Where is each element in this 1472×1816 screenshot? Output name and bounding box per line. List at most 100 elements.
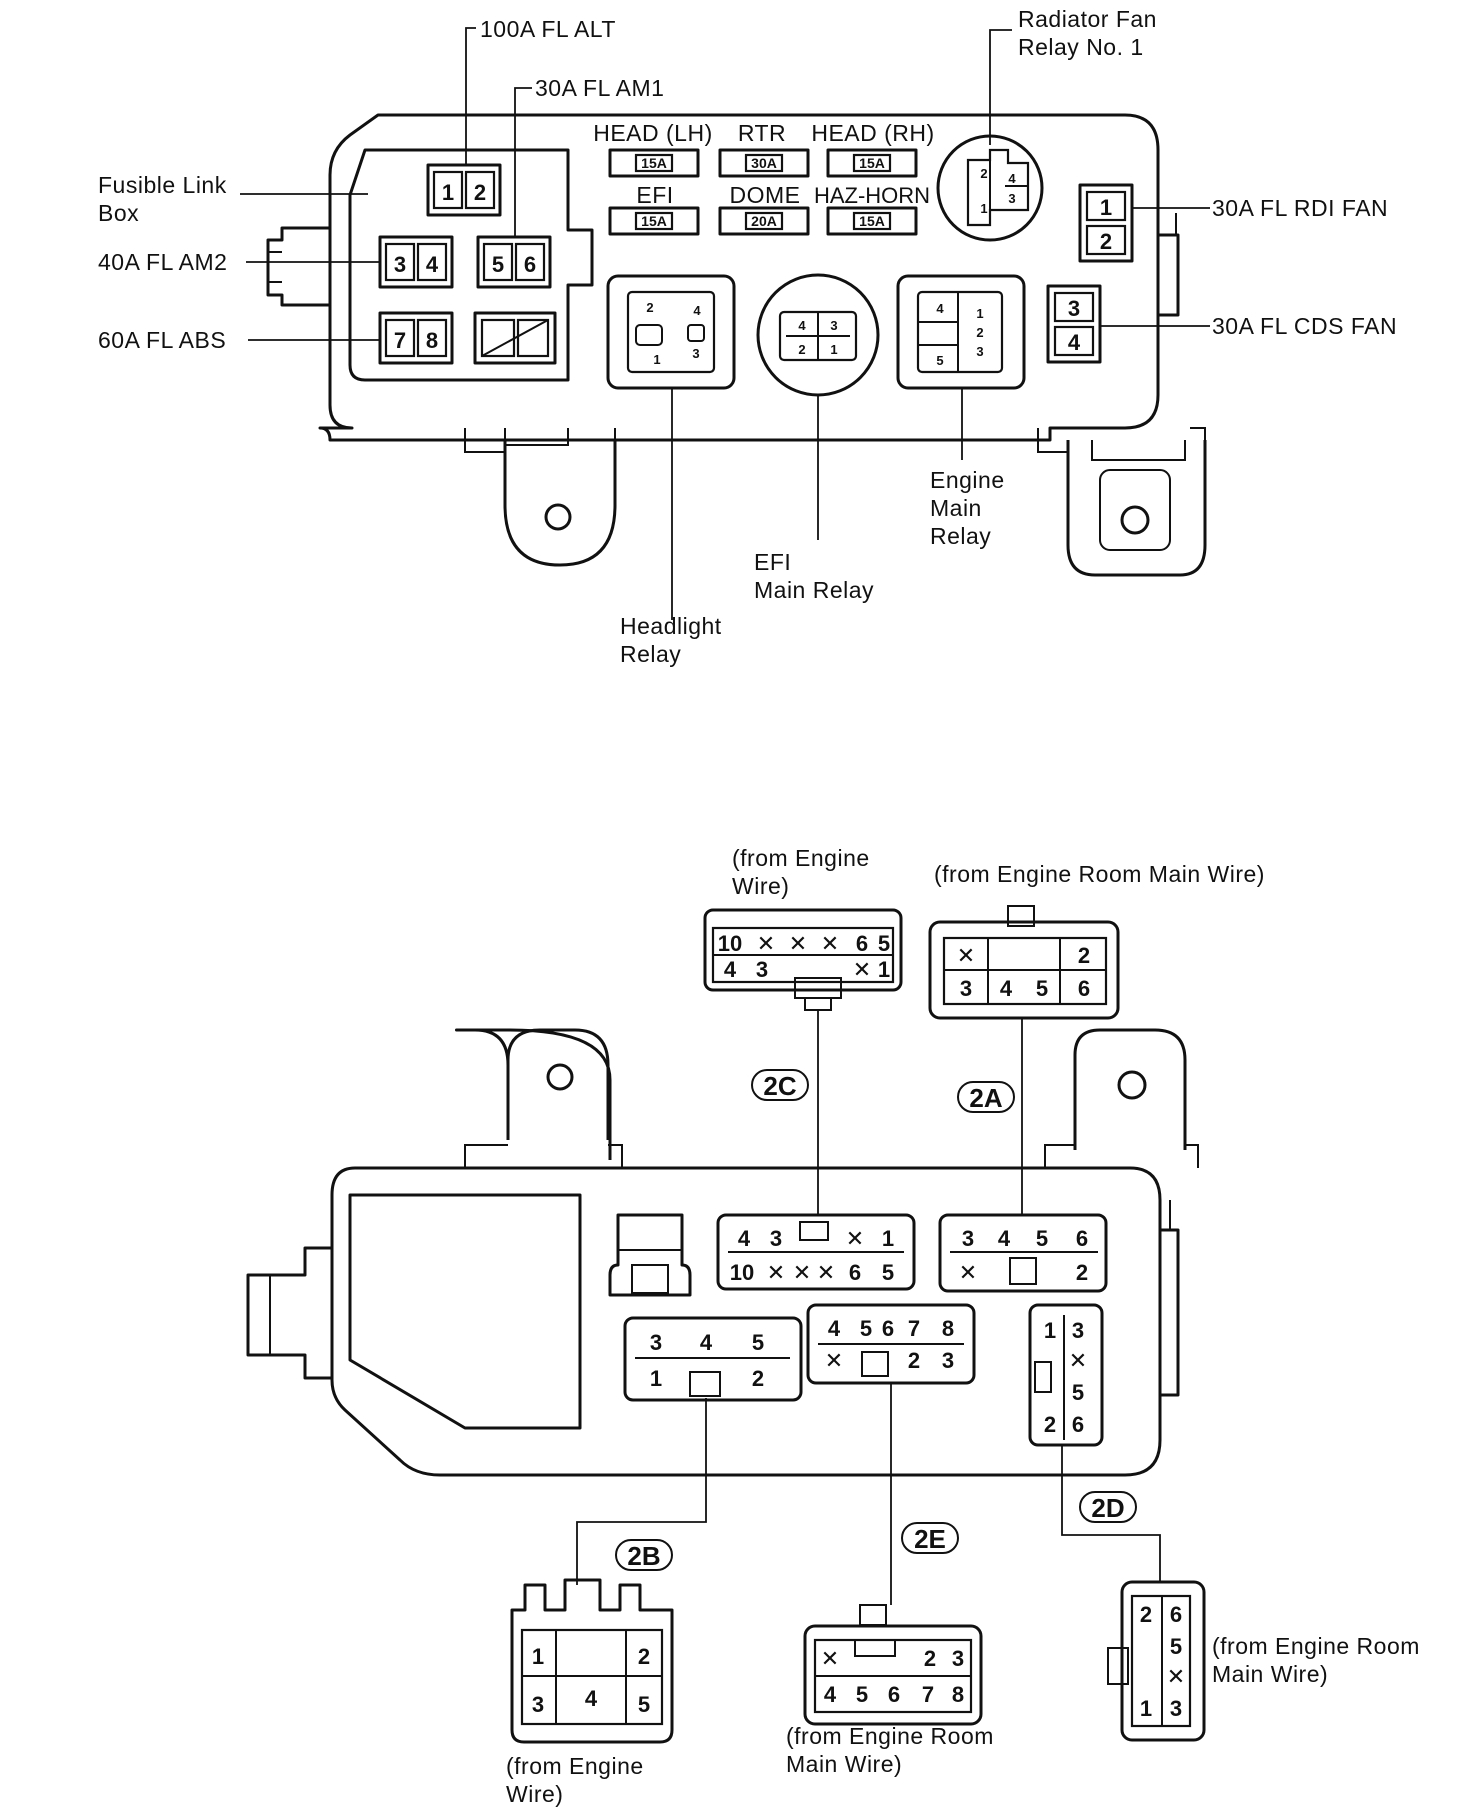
svg-text:2E: 2E <box>914 1524 946 1554</box>
svg-text:1: 1 <box>532 1644 544 1669</box>
label-60a-fl-abs: 60A FL ABS <box>98 327 226 353</box>
link-8: 8 <box>426 328 438 353</box>
link-3: 3 <box>394 252 406 277</box>
bottom-mount-right-hole <box>1117 1070 1147 1100</box>
svg-text:2: 2 <box>1078 943 1090 968</box>
link-5: 5 <box>492 252 504 277</box>
label-box: Box <box>98 200 139 226</box>
bottom-mount-left <box>454 1028 612 1160</box>
svg-text:2: 2 <box>924 1646 936 1671</box>
fuse-label-head-lh: HEAD (LH) <box>593 120 713 146</box>
fuse-label-rtr: RTR <box>738 120 786 146</box>
svg-text:10: 10 <box>718 931 742 956</box>
svg-text:1: 1 <box>830 342 837 357</box>
svg-text:5: 5 <box>878 931 890 956</box>
svg-text:3: 3 <box>1008 191 1015 206</box>
fuse-label-head-rh: HEAD (RH) <box>811 120 934 146</box>
svg-text:6: 6 <box>856 931 868 956</box>
svg-text:2: 2 <box>1140 1602 1152 1627</box>
svg-text:✕: ✕ <box>789 931 807 956</box>
svg-text:4: 4 <box>824 1682 837 1707</box>
label-main-relay: Main Relay <box>754 577 874 603</box>
svg-text:2A: 2A <box>969 1083 1002 1113</box>
label-relay-headlight: Relay <box>620 641 681 667</box>
svg-text:✕: ✕ <box>1167 1664 1185 1689</box>
label-100a-fl-alt: 100A FL ALT <box>480 16 616 42</box>
svg-text:✕: ✕ <box>821 931 839 956</box>
svg-text:8: 8 <box>952 1682 964 1707</box>
svg-text:4: 4 <box>936 301 944 316</box>
label-from-engine-room-2d-1: (from Engine Room <box>1212 1633 1420 1659</box>
label-from-engine-room-main-wire-2a: (from Engine Room Main Wire) <box>934 861 1265 887</box>
engine-main-relay <box>896 274 1026 390</box>
svg-text:3: 3 <box>1072 1318 1084 1343</box>
svg-text:4: 4 <box>738 1226 751 1251</box>
svg-text:✕: ✕ <box>959 1260 977 1285</box>
top-mount-left <box>503 440 617 567</box>
socket-2b <box>623 1316 803 1402</box>
connector-2e <box>803 1624 983 1726</box>
label-40a-fl-am2: 40A FL AM2 <box>98 249 227 275</box>
svg-text:1: 1 <box>878 957 890 982</box>
svg-text:4: 4 <box>585 1686 598 1711</box>
label-relay-no-1: Relay No. 1 <box>1018 34 1144 60</box>
label-efi: EFI <box>754 549 791 575</box>
top-side-tab <box>266 226 330 307</box>
svg-text:✕: ✕ <box>767 1260 785 1285</box>
label-from-engine-wire-2b-1: (from Engine <box>506 1753 644 1779</box>
svg-text:✕: ✕ <box>846 1226 864 1251</box>
svg-text:3: 3 <box>830 318 837 333</box>
svg-text:5: 5 <box>638 1692 650 1717</box>
svg-text:1: 1 <box>976 306 983 321</box>
svg-text:2: 2 <box>798 342 805 357</box>
top-inner-panel <box>348 148 594 382</box>
link-2: 2 <box>474 180 486 205</box>
svg-text:2: 2 <box>1076 1260 1088 1285</box>
svg-text:3: 3 <box>770 1226 782 1251</box>
svg-text:✕: ✕ <box>825 1348 843 1373</box>
top-mount-right-hole <box>1120 505 1150 535</box>
svg-text:15A: 15A <box>859 213 885 229</box>
socket-2a <box>938 1213 1108 1293</box>
svg-text:8: 8 <box>942 1316 954 1341</box>
label-main: Main <box>930 495 982 521</box>
svg-text:4: 4 <box>998 1226 1011 1251</box>
svg-text:2: 2 <box>908 1348 920 1373</box>
svg-text:✕: ✕ <box>757 931 775 956</box>
tag-2b: 2B <box>615 1539 673 1571</box>
svg-text:2C: 2C <box>763 1071 796 1101</box>
bottom-view: 4 3 ✕ 1 10 ✕ ✕ ✕ 6 5 3 4 5 6 ✕ 2 3 4 5 1… <box>246 845 1420 1807</box>
connector-2c <box>703 908 903 992</box>
link-6: 6 <box>524 252 536 277</box>
svg-text:2D: 2D <box>1091 1493 1124 1523</box>
svg-text:2: 2 <box>980 166 987 181</box>
svg-text:✕: ✕ <box>821 1646 839 1671</box>
fuse-label-efi: EFI <box>636 182 673 208</box>
svg-text:30A: 30A <box>751 155 777 171</box>
svg-text:3: 3 <box>976 344 983 359</box>
svg-text:✕: ✕ <box>957 943 975 968</box>
svg-text:5: 5 <box>1036 1226 1048 1251</box>
svg-text:4: 4 <box>828 1316 841 1341</box>
label-30a-fl-rdi-fan: 30A FL RDI FAN <box>1212 195 1388 221</box>
label-relay-engine: Relay <box>930 523 991 549</box>
svg-text:4: 4 <box>1000 976 1013 1001</box>
svg-text:6: 6 <box>1072 1412 1084 1437</box>
bottom-box-outline <box>330 1166 1162 1477</box>
svg-text:4: 4 <box>724 957 737 982</box>
svg-text:1: 1 <box>1140 1696 1152 1721</box>
svg-text:6: 6 <box>1170 1602 1182 1627</box>
connector-2a <box>928 920 1120 1020</box>
top-mount-right <box>1066 440 1207 577</box>
bottom-small-socket <box>608 1213 692 1297</box>
svg-text:3: 3 <box>532 1692 544 1717</box>
svg-text:3: 3 <box>952 1646 964 1671</box>
svg-text:4: 4 <box>693 303 701 318</box>
label-from-engine-wire-2b-2: Wire) <box>506 1781 563 1807</box>
svg-text:✕: ✕ <box>793 1260 811 1285</box>
label-radiator-fan: Radiator Fan <box>1018 6 1157 32</box>
svg-text:2: 2 <box>752 1366 764 1391</box>
tag-2d: 2D <box>1079 1491 1137 1523</box>
svg-text:3: 3 <box>942 1348 954 1373</box>
connector-2d <box>1120 1580 1206 1742</box>
